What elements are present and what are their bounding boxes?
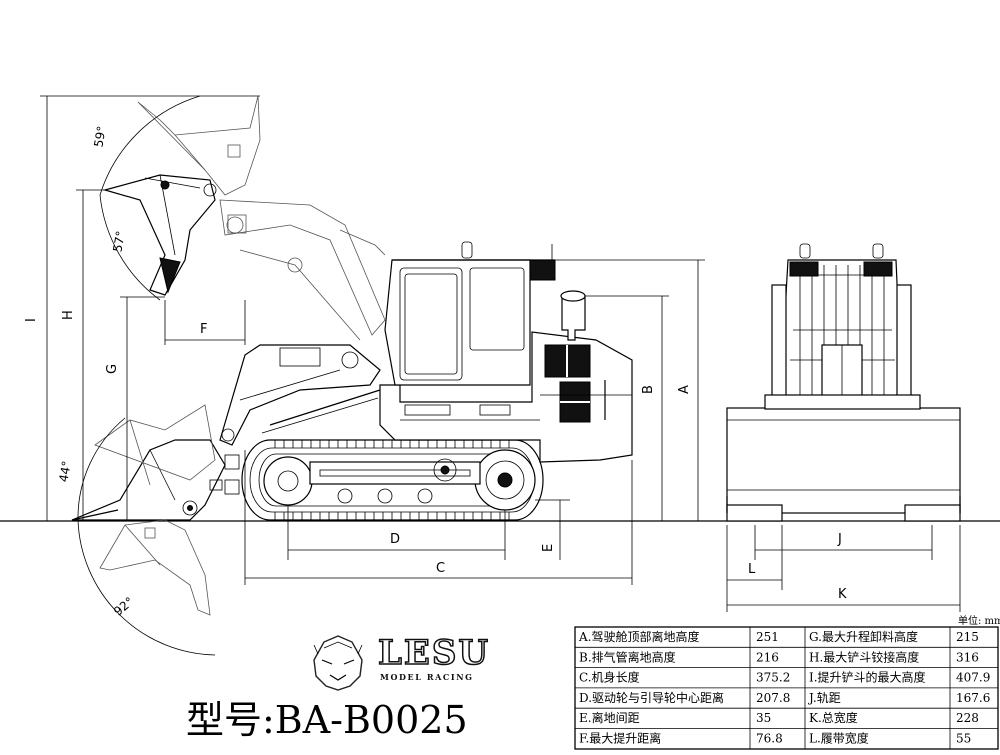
spec-value: 207.8 (756, 691, 790, 705)
engine-body (379, 290, 633, 463)
angle-label-59: 59° (91, 125, 108, 148)
spec-label: F.最大提升距离 (579, 731, 661, 746)
side-view-loader (71, 95, 633, 656)
swing-arc-57 (99, 194, 161, 301)
spec-label: D.驱动轮与引导轮中心距离 (579, 690, 724, 705)
angle-label-44: 44° (56, 460, 73, 483)
spec-value: 251 (756, 630, 779, 644)
dim-label-i: I (24, 318, 39, 322)
dim-label-b: B (641, 385, 656, 394)
exhaust-pipe (561, 295, 586, 341)
spec-label: I.提升铲斗的最大高度 (809, 670, 926, 685)
spec-value: 316 (956, 650, 979, 664)
bucket-raised (102, 174, 217, 296)
lift-arm-raised (219, 199, 386, 341)
spec-label: G.最大升程卸料高度 (809, 629, 918, 644)
brand-name: LESU (378, 633, 490, 673)
spec-value: 407.9 (956, 671, 990, 685)
spec-value: 228 (956, 711, 979, 725)
spec-value: 167.6 (956, 691, 990, 705)
bucket-dig-ghost (99, 519, 211, 616)
spec-label: H.最大铲斗铰接高度 (809, 649, 919, 664)
dim-label-f: F (200, 322, 207, 337)
lion-emblem (313, 635, 363, 691)
dim-label-a: A (677, 385, 692, 394)
dim-label-e: E (541, 544, 556, 552)
front-view-loader (726, 243, 961, 522)
dim-label-c: C (436, 561, 445, 576)
swing-arc-92 (77, 519, 216, 656)
model-number: 型号:BA-B0025 (186, 698, 468, 742)
beacon-light (461, 241, 473, 259)
spec-value: 76.8 (756, 732, 783, 746)
spec-value: 55 (956, 732, 971, 746)
spec-value: 35 (756, 711, 771, 725)
angle-label-92: 92° (111, 594, 136, 618)
angle-label-57: 57° (110, 230, 127, 253)
spec-label: J.轨距 (807, 691, 841, 705)
dimension-lines (40, 95, 961, 612)
lift-arm-lowered (219, 344, 381, 446)
swing-arc-59 (99, 95, 201, 196)
unit-label: 单位: mm (958, 614, 1000, 627)
track-assembly (241, 439, 544, 521)
dim-label-j: J (837, 532, 842, 547)
front-bucket (726, 407, 961, 514)
brand-tagline: MODEL RACING (380, 672, 474, 682)
swing-arc-44 (77, 417, 126, 521)
spec-label: C.机身长度 (579, 670, 640, 685)
bucket-dump-ghost (137, 95, 261, 196)
dim-label-k: K (838, 587, 847, 602)
cab (384, 241, 556, 386)
dim-label-l: L (748, 562, 756, 577)
spec-label: A.驾驶舱顶部离地高度 (578, 629, 699, 644)
dim-label-d: D (390, 532, 400, 547)
lesu-logo: LESU MODEL RACING (313, 632, 490, 691)
spec-value: 375.2 (756, 671, 790, 685)
spec-label: K.总宽度 (809, 710, 858, 725)
dim-label-h: H (61, 310, 76, 320)
spec-value: 216 (756, 650, 779, 664)
spec-label: E.离地间距 (579, 710, 640, 725)
bucket-crowd-ghost (94, 404, 216, 486)
dim-label-g: G (105, 364, 120, 374)
spec-label: L.履带宽度 (809, 731, 869, 746)
idler-wheel (263, 456, 313, 506)
spec-label: B.排气管离地高度 (579, 649, 676, 664)
spec-value: 215 (956, 630, 979, 644)
